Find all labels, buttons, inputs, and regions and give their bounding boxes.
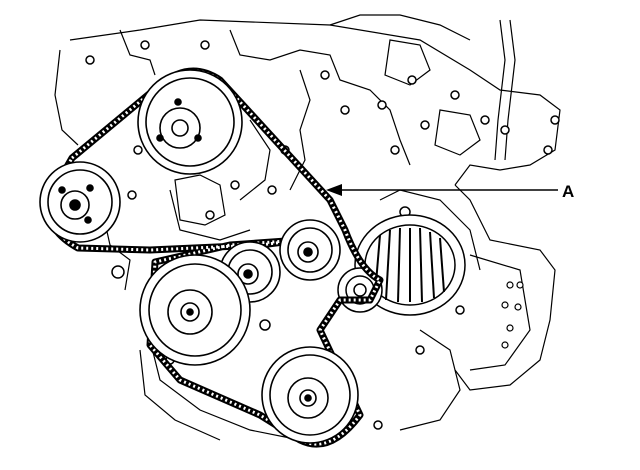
- callout-arrow: [326, 184, 558, 196]
- tensioner-pulley: [279, 219, 341, 281]
- power-steering-pulley: [137, 69, 243, 175]
- manifold-holes: [501, 281, 524, 349]
- left-pulley: [39, 161, 121, 243]
- crankshaft-pulley: [139, 254, 251, 366]
- ac-compressor-pulley: [261, 346, 359, 444]
- engine-block: [54, 14, 561, 441]
- callout-label-a: A: [562, 182, 575, 201]
